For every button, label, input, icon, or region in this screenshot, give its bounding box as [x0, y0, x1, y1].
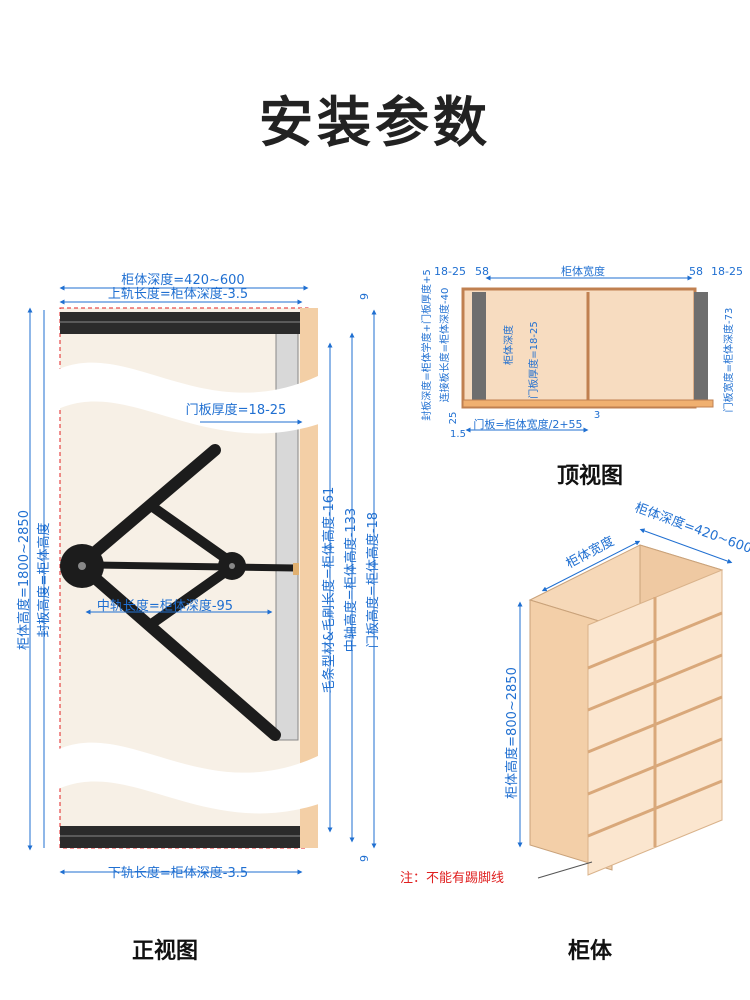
- dim-left-58: 58: [475, 265, 489, 278]
- dim-seal-depth: 封板深度=柜体学度+门板厚度+5: [420, 269, 433, 421]
- dim-seal-height: 封板高度=柜体高度: [36, 523, 52, 638]
- dim-cabinet-depth: 柜体深度=420~600: [121, 272, 244, 288]
- top-view: 18-25 58 柜体宽度 58 18-25 封板深度=柜体学度+门板厚度+5 …: [420, 264, 743, 440]
- dim-left-18: 18-25: [434, 265, 466, 278]
- dim-mid-rail: 中轨长度=柜体深度-95: [97, 598, 233, 614]
- dim-axis-height: 中轴高度=柜体高度-133: [343, 508, 359, 652]
- dim-cabinet3d-height: 柜体高度=800~2850: [504, 667, 520, 799]
- cabinet-caption: 柜体: [567, 939, 612, 964]
- front-view: 柜体深度=420~600 上轨长度=柜体深度-3.5 9 门板厚度=18-25 …: [16, 272, 381, 881]
- dim-right-depth: 门板宽度=柜体深度-73: [722, 308, 735, 413]
- dim-25: 25: [448, 412, 459, 425]
- dim-gap-top: 9: [358, 293, 371, 300]
- wave-cut-top: [40, 362, 330, 434]
- bottom-rail: [60, 826, 300, 848]
- dim-door-thickness: 门板厚度=18-25: [186, 402, 287, 418]
- top-cabinet-frame: [461, 287, 697, 409]
- dim-brush-length: 毛条型材&毛刷长度=柜体高度-161: [321, 487, 337, 694]
- door-strip: [300, 308, 318, 848]
- cabinet-note: 注：不能有踢脚线: [400, 870, 504, 886]
- cabinet-3d: 柜体高度=800~2850 柜体宽度 柜体深度=420~600 注：不能有踢脚线: [400, 500, 750, 886]
- top-view-caption: 顶视图: [556, 464, 623, 489]
- top-left-panel: [472, 292, 486, 402]
- top-rail: [60, 312, 300, 334]
- dim-cabinet-height: 柜体高度=1800~2850: [16, 510, 32, 650]
- dim-top-rail: 上轨长度=柜体深度-3.5: [108, 286, 248, 302]
- page-title: 安装参数: [259, 91, 491, 154]
- wave-cut-bottom: [40, 742, 330, 814]
- front-view-caption: 正视图: [131, 939, 198, 964]
- dim-right-58: 58: [689, 265, 703, 278]
- dim-3: 3: [594, 410, 600, 421]
- top-right-panel: [694, 292, 708, 402]
- dim-gap-bottom: 9: [358, 855, 371, 862]
- dim-door-height: 门板高度=柜体高度-18: [365, 512, 381, 648]
- dim-door-width: 门板=柜体宽度/2+55: [473, 417, 582, 431]
- dim-bottom-rail: 下轨长度=柜体深度-3.5: [108, 865, 248, 881]
- scissor-linkage: [74, 444, 299, 741]
- dim-15: 1.5: [450, 429, 466, 440]
- dim-door-thick-top: 门板厚度=18-25: [527, 321, 540, 398]
- dim-right-18: 18-25: [711, 265, 743, 278]
- dim-inner-depth: 柜体深度: [502, 325, 515, 365]
- dim-top-width: 柜体宽度: [561, 264, 605, 278]
- dim-connector-len: 连接板长度=柜体深度-40: [438, 288, 451, 403]
